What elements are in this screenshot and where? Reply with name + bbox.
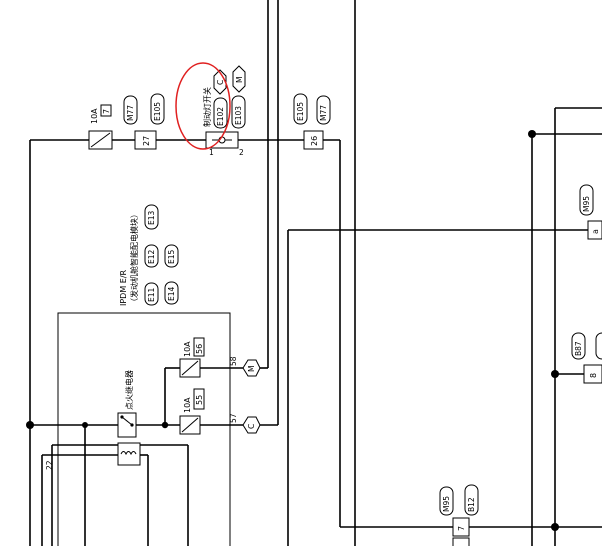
connector-7: M95 B12 7 — [439, 484, 479, 546]
svg-text:M77: M77 — [319, 105, 328, 121]
svg-text:制动灯开关: 制动灯开关 — [202, 87, 212, 127]
svg-text:7: 7 — [457, 526, 466, 531]
svg-text:C: C — [247, 424, 256, 429]
svg-text:IPDM E/R: IPDM E/R — [119, 269, 128, 306]
svg-text:M: M — [235, 77, 244, 83]
connector-27: 27 M77 E105 — [123, 93, 165, 150]
svg-text:E12: E12 — [147, 249, 156, 264]
junction-dots — [26, 130, 559, 531]
connector-a: M95 a — [579, 184, 602, 240]
svg-text:C: C — [216, 80, 225, 85]
svg-text:55: 55 — [195, 395, 204, 405]
svg-text:10A: 10A — [90, 108, 99, 124]
svg-text:B12: B12 — [467, 497, 476, 512]
svg-text:E11: E11 — [147, 287, 156, 302]
brake-switch: 1 2 制动灯开关 E102 E103 C M — [202, 65, 246, 157]
svg-text:8: 8 — [589, 373, 598, 378]
svg-text:57: 57 — [229, 413, 238, 423]
svg-text:（发动机舱智能配电模块）: （发动机舱智能配电模块） — [129, 210, 139, 306]
svg-text:10A: 10A — [183, 397, 192, 413]
svg-text:M95: M95 — [442, 496, 451, 512]
svg-text:E105: E105 — [153, 102, 162, 121]
svg-text:22: 22 — [45, 460, 54, 470]
fuse-7: 10A 7 — [88, 104, 113, 150]
ipdm-labels: IPDM E/R （发动机舱智能配电模块） E11 E12 E13 E14 E1… — [119, 204, 179, 306]
svg-text:E103: E103 — [234, 106, 243, 125]
svg-text:M77: M77 — [126, 105, 135, 121]
svg-text:10A: 10A — [183, 341, 192, 357]
svg-text:56: 56 — [195, 344, 204, 354]
svg-text:7: 7 — [102, 109, 111, 114]
connector-26: 26 E105 M77 — [293, 93, 331, 150]
svg-text:26: 26 — [310, 136, 319, 146]
ipdm-box — [57, 312, 231, 546]
ignition-relay: 点火继电器 — [117, 370, 141, 466]
svg-text:点火继电器: 点火继电器 — [124, 370, 134, 410]
svg-text:B87: B87 — [574, 341, 583, 356]
svg-text:E105: E105 — [296, 102, 305, 121]
svg-text:M: M — [247, 366, 256, 372]
svg-text:M95: M95 — [582, 196, 591, 212]
annotation-circle — [175, 62, 231, 150]
svg-text:27: 27 — [142, 136, 151, 146]
fuse-55: 10A 55 — [179, 388, 205, 435]
svg-text:1: 1 — [209, 148, 214, 157]
svg-text:E102: E102 — [216, 107, 225, 126]
connector-8: B87 8 — [571, 332, 602, 384]
svg-text:58: 58 — [229, 356, 238, 366]
svg-text:a: a — [591, 229, 600, 234]
svg-text:2: 2 — [239, 148, 244, 157]
svg-text:E14: E14 — [167, 286, 176, 301]
ipdm-pins: 58 M 57 C 22 — [45, 356, 261, 470]
svg-text:E13: E13 — [147, 210, 156, 225]
fuse-56: 10A 56 — [179, 337, 205, 378]
svg-text:E15: E15 — [167, 249, 176, 264]
wires — [29, 0, 602, 546]
